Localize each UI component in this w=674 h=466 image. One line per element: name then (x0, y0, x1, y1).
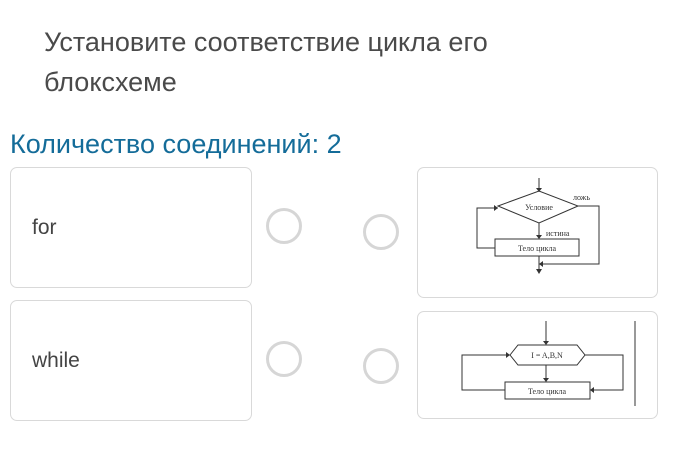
question-title: Установите соответствие цикла его блоксх… (44, 27, 488, 97)
connections-count: Количество соединений: 2 (10, 129, 342, 159)
while-flowchart: Условие ложь истина Тело цикла (476, 178, 600, 274)
left-item-label: for (32, 216, 57, 239)
right-item-diagram-2[interactable]: I = A,B,N Тело цикла (417, 311, 658, 419)
left-item-for[interactable]: for (10, 167, 252, 288)
left-connector-radio[interactable] (266, 208, 302, 244)
condition-label: Условие (525, 203, 553, 212)
false-label: ложь (573, 193, 590, 202)
left-connector-radio[interactable] (266, 341, 302, 377)
for-flowchart: I = A,B,N Тело цикла (461, 321, 636, 406)
loop-body-label: Тело цикла (528, 387, 567, 396)
left-item-while[interactable]: while (10, 300, 252, 421)
right-connector-radio[interactable] (363, 348, 399, 384)
right-item-diagram-1[interactable]: Условие ложь истина Тело цикла (417, 167, 658, 298)
true-label: истина (546, 229, 570, 238)
loop-header-label: I = A,B,N (531, 351, 563, 360)
loop-body-label: Тело цикла (518, 244, 557, 253)
left-item-label: while (32, 349, 80, 372)
right-connector-radio[interactable] (363, 214, 399, 250)
